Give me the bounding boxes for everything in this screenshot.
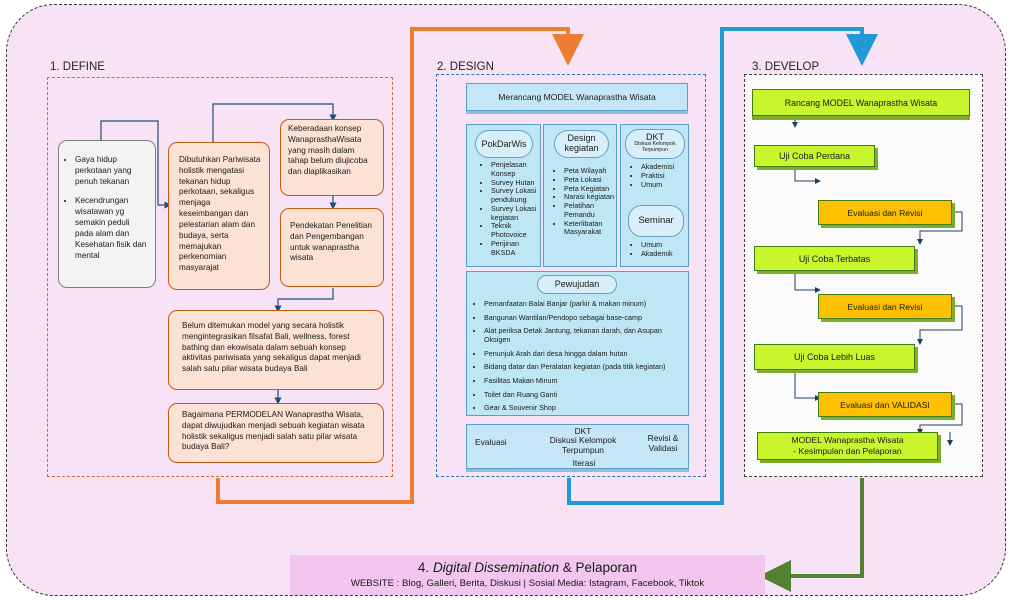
design-kegiatan-item: Peta Kegiatan [564,184,616,194]
dissemination-num: 4. [417,560,433,575]
iterasi-revisi-line: Revisi & [647,433,679,443]
design-dkt-card: DKT Diskusi Kelompok Terpumpun Akademisi… [620,124,689,267]
dkt-item: Umum [641,180,687,190]
develop-final-box: MODEL Wanaprastha Wisata - Kesimpulan da… [757,432,938,460]
pokdarwis-item: Penjelasan Konsep [491,160,541,179]
develop-step-uji-coba-lebih-luas: Uji Coba Lebih Luas [754,344,915,370]
iterasi-revisi: Revisi & Validasi [639,433,687,453]
develop-step-evaluasi-revisi-1: Evaluasi dan Revisi [818,200,952,225]
pokdarwis-item: Survey Lokasi kegiatan [491,204,541,223]
design-kegiatan-title: kegiatan [564,143,599,154]
design-kegiatan-card: Design kegiatan Peta Wilayah Peta Lokasi… [543,124,617,267]
pewujudan-item: Bangunan Wantilan/Pendopo sebagai base-c… [484,313,686,322]
dissemination-title-rest: & Pelaporan [559,560,638,575]
section-title-define: 1. DEFINE [50,61,105,73]
pewujudan-item: Alat periksa Detak Jantung, tekanan dara… [484,326,686,344]
dkt-item: Praktisi [641,171,687,181]
define-frame [47,77,393,477]
define-gap-box: Belum ditemukan model yang secara holist… [168,310,384,390]
seminar-item: Umum [641,240,687,250]
pokdarwis-heading: PokDarWis [475,130,533,158]
define-concept-box: Keberadaan konsep WanaprasthaWisata yang… [280,119,384,196]
pokdarwis-item: Perijinan BKSDA [491,239,541,258]
develop-banner: Rancang MODEL Wanaprastha Wisata [752,89,970,116]
define-need-box: Dibutuhkan Pariwisata holistik mengatasi… [168,142,270,290]
dkt-subtitle: Diskusi Kelompok Terpumpun [634,141,676,154]
define-question-box: Bagaimana PERMODELAN Wanaprastha Wisata,… [168,403,384,463]
develop-step-evaluasi-validasi: Evaluasi dan VALIDASI [818,392,952,417]
pewujudan-item: Gear & Souvenir Shop [484,403,686,412]
design-kegiatan-title: Design [567,133,596,143]
develop-final-line: - Kesimpulan dan Pelaporan [793,446,902,457]
iterasi-revisi-line: Validasi [648,443,678,454]
define-approach-box: Pendekatan Penelitian dan Pengembangan u… [280,208,384,287]
define-bullet: Gaya hidup perkotaan yang penuh tekanan [75,155,149,187]
design-iterasi-card: Evaluasi DKT Diskusi Kelompok Terpumpun … [466,424,689,469]
pokdarwis-item: Teknik Photovoice [491,222,541,240]
design-frame [436,74,706,477]
develop-step-evaluasi-revisi-2: Evaluasi dan Revisi [818,294,952,319]
pewujudan-item: Bidang datar dan Peralatan kegiatan (pad… [484,362,686,371]
pewujudan-heading: Pewujudan [537,275,617,294]
design-banner: Merancang MODEL Wanaprastha Wisata [466,83,688,111]
dissemination-channels: WEBSITE : Blog, Galleri, Berita, Diskusi… [350,578,705,589]
iterasi-evaluasi: Evaluasi [475,437,507,447]
iterasi-dkt: DKT Diskusi Kelompok Terpumpun [545,426,621,455]
seminar-item: Akademik [641,249,687,259]
develop-step-uji-coba-perdana: Uji Coba Perdana [754,145,875,167]
develop-final-line: MODEL Wanaprastha Wisata [791,435,904,445]
design-kegiatan-item: Narasi kegiatan [564,193,616,202]
design-pokdarwis-card: PokDarWis Penjelasan Konsep Survey Hutan… [466,124,541,267]
dissemination-title-italic: Digital Dissemination [432,560,559,575]
pewujudan-item: Toilet dan Ruang Ganti [484,390,686,399]
design-kegiatan-item: Peta Lokasi [564,175,616,185]
pokdarwis-item: Survey Lokasi pendukung [491,187,541,205]
dissemination-box: 4. Digital Dissemination & Pelaporan WEB… [290,555,765,595]
seminar-heading: Seminar [628,205,684,237]
dkt-heading: DKT Diskusi Kelompok Terpumpun [625,129,685,159]
design-kegiatan-item: Peta Wilayah [564,166,616,176]
define-context-box: Gaya hidup perkotaan yang penuh tekanan … [58,140,156,288]
iterasi-label: Iterasi [572,458,596,468]
design-pewujudan-card: Pewujudan Pemanfaatan Balai Banjar (park… [466,271,689,416]
design-kegiatan-item: Pelatihan Pemandu [564,201,616,220]
design-kegiatan-item: Keterlibatan Masyarakat [564,219,616,238]
pewujudan-item: Penunjuk Arah dari desa hingga dalam hut… [484,349,686,358]
pewujudan-item: Pemanfaatan Balai Banjar (parkir & makan… [484,299,686,308]
iterasi-dkt-title: DKT [574,426,592,436]
dkt-item: Akademisi [641,162,687,172]
dkt-title: DKT [646,132,664,142]
dissemination-title: 4. Digital Dissemination & Pelaporan [290,560,765,575]
develop-step-uji-coba-terbatas: Uji Coba Terbatas [754,246,915,271]
iterasi-dkt-sub: Diskusi Kelompok Terpumpun [549,435,617,455]
pewujudan-item: Fasilitas Makan Minum [484,376,686,385]
design-kegiatan-heading: Design kegiatan [554,130,609,158]
define-bullet: Kecendrungan wisatawan yg semakin peduli… [75,196,149,261]
section-title-design: 2. DESIGN [437,61,494,73]
section-title-develop: 3. DEVELOP [752,61,820,73]
pokdarwis-item: Survey Hutan [491,178,541,188]
